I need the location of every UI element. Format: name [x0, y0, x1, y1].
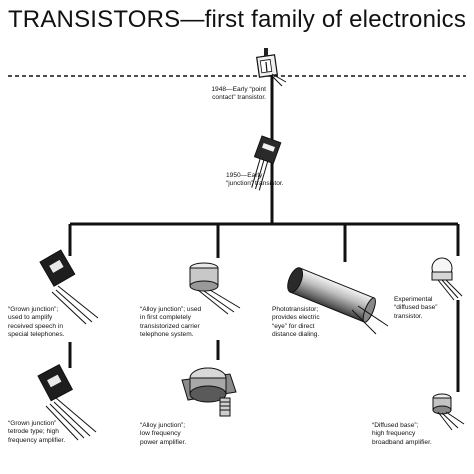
caption-grown-tetrode: “Grown junction” tetrode type; high freq… — [8, 420, 66, 444]
caption-experimental-diffused: Experimental “diffused base” transistor. — [394, 296, 438, 320]
caption-alloy-junction: “Alloy junction”; used in first complete… — [140, 306, 202, 339]
diagram-title: TRANSISTORS—first family of electronics — [7, 6, 467, 33]
caption-phototransistor: Phototransistor; provides electric “eye”… — [272, 306, 320, 339]
caption-junction-1950: 1950—Early “junction” transistor. — [226, 172, 284, 188]
caption-point-contact: 1948—Early “point contact” transistor. — [211, 86, 266, 102]
caption-alloy-low-freq: “Alloy junction”; low frequency power am… — [140, 422, 187, 446]
caption-diffused-base: “Diffused base”; high frequency broadban… — [372, 422, 432, 446]
caption-grown-junction: “Grown junction”; used to amplify receiv… — [8, 306, 65, 339]
